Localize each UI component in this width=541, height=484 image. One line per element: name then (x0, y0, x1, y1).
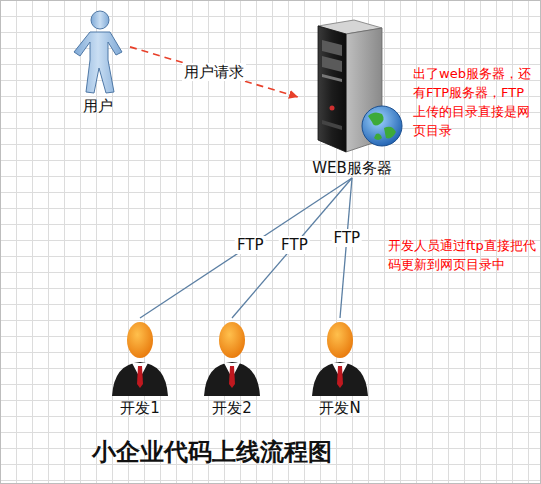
node-label: 开发2 (212, 399, 252, 418)
annotation-note: 开发人员通过ftp直接把代码更新到网页目录中 (388, 236, 536, 274)
developer-node: 开发2 (200, 318, 264, 418)
developer-figure (200, 318, 264, 396)
connector (130, 47, 298, 97)
server-node: WEB服务器 (298, 16, 406, 178)
node-label: 开发N (319, 399, 360, 418)
user-node: 用户 (66, 8, 130, 116)
node-label: 开发1 (120, 399, 160, 418)
edge-label: FTP (332, 229, 363, 247)
developer-node: 开发1 (108, 318, 172, 418)
user-figure (66, 8, 130, 96)
server-icon (298, 16, 406, 158)
developer-figure (308, 318, 372, 396)
node-label: 用户 (83, 97, 113, 116)
connector (340, 178, 352, 318)
edge-label: FTP (235, 236, 266, 254)
edge-label: FTP (279, 236, 310, 254)
connector (140, 178, 352, 318)
node-label: WEB服务器 (312, 159, 392, 178)
edge-label: 用户请求 (182, 63, 246, 81)
annotation-note: 出了web服务器，还有FTP服务器，FTP上传的目录直接是网页目录 (413, 64, 535, 140)
developer-node: 开发N (308, 318, 372, 418)
connector (232, 178, 352, 318)
diagram-title: 小企业代码上线流程图 (92, 436, 332, 468)
developer-figure (108, 318, 172, 396)
